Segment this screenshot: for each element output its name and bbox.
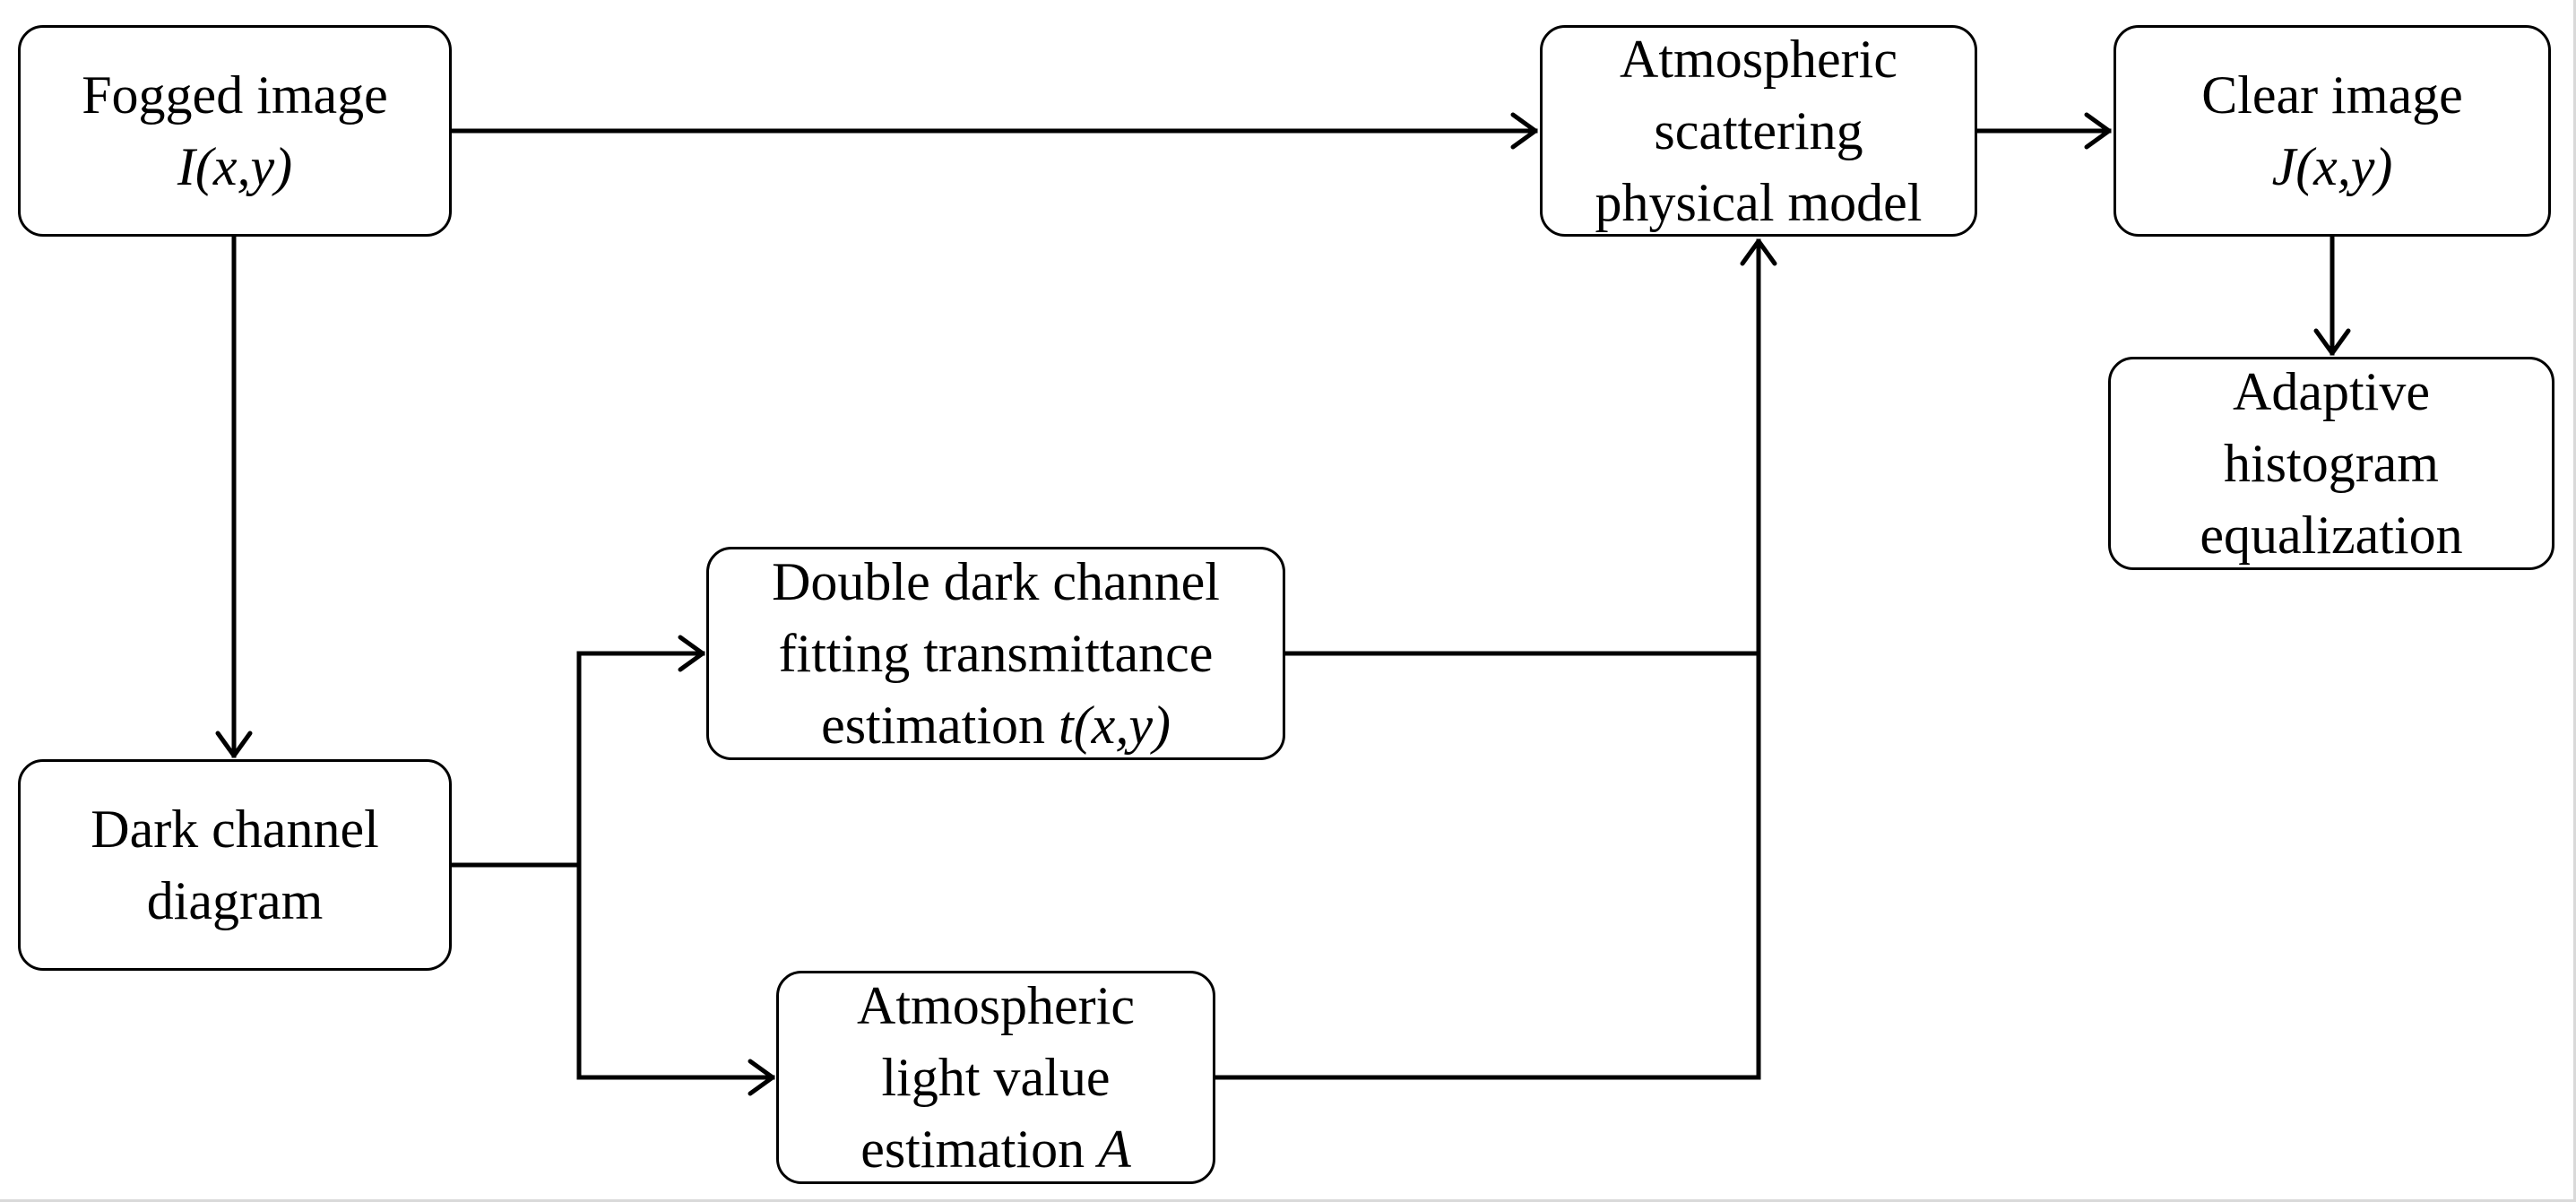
scattering-label-line1: Atmospheric — [1620, 30, 1897, 89]
node-adaptive-histogram-equalization: Adaptive histogram equalization — [2108, 357, 2554, 570]
arrowhead-scattering-input — [1510, 112, 1538, 150]
arrowhead-scattering-bottom — [1740, 238, 1777, 266]
node-double-dark-channel-transmittance: Double dark channel fitting transmittanc… — [706, 547, 1285, 760]
node-clear-image: Clear image J(x,y) — [2114, 25, 2551, 237]
fogged-image-label: Fogged image — [82, 65, 388, 125]
dark-channel-label-line2: diagram — [146, 871, 324, 930]
double-dark-label-line3: estimation — [821, 696, 1059, 755]
node-fogged-image: Fogged image I(x,y) — [18, 25, 452, 237]
atm-light-variable: A — [1098, 1120, 1131, 1179]
clear-image-label: Clear image — [2201, 65, 2463, 125]
atm-light-label-line1: Atmospheric — [857, 976, 1135, 1035]
arrowhead-double-input — [678, 635, 705, 672]
arrowhead-dark-input — [215, 731, 253, 758]
ahe-label-line1: Adaptive — [2233, 362, 2430, 421]
node-atmospheric-scattering-model: Atmospheric scattering physical model — [1540, 25, 1977, 237]
arrowhead-ahe-input — [2313, 328, 2351, 356]
atm-light-label-line2: light value — [881, 1048, 1111, 1107]
dark-channel-label-line1: Dark channel — [91, 800, 379, 859]
arrowhead-atmlight-input — [748, 1059, 775, 1096]
double-dark-label-line2: fitting transmittance — [778, 624, 1214, 683]
transmittance-variable: t(x,y) — [1059, 696, 1171, 755]
ahe-label-line2: histogram — [2224, 434, 2439, 493]
node-atmospheric-light-estimation: Atmospheric light value estimation A — [776, 971, 1215, 1184]
node-dark-channel-diagram: Dark channel diagram — [18, 759, 452, 971]
arrowhead-clear-input — [2084, 112, 2112, 150]
clear-image-variable: J(x,y) — [2271, 137, 2393, 196]
atm-light-label-line3: estimation — [860, 1120, 1099, 1179]
scattering-label-line2: scattering — [1654, 101, 1863, 160]
double-dark-label-line1: Double dark channel — [772, 552, 1220, 611]
ahe-label-line3: equalization — [2200, 506, 2463, 565]
scattering-label-line3: physical model — [1595, 173, 1923, 232]
fogged-image-variable: I(x,y) — [177, 137, 293, 196]
